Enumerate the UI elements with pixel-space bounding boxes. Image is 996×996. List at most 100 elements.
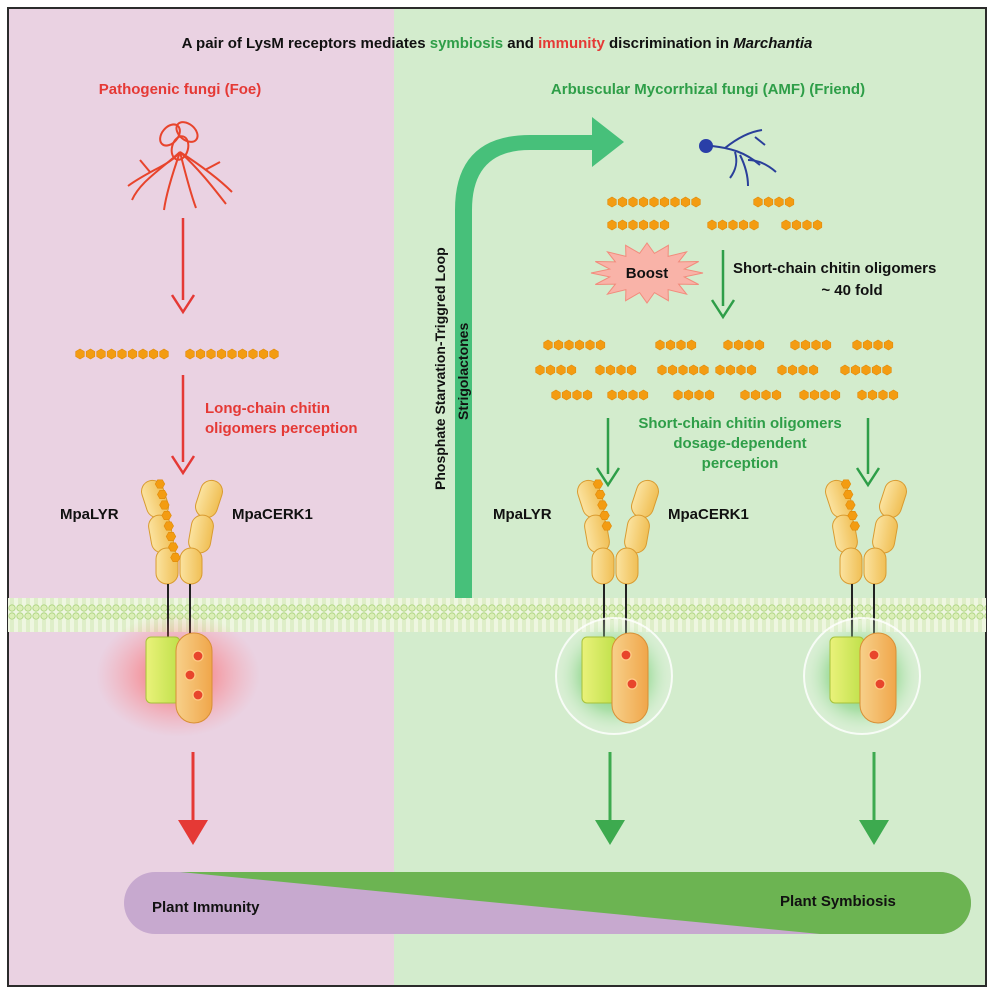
right-arrow-2b: [855, 418, 881, 488]
lyr-pseudokinase: [829, 636, 865, 704]
symbiosis-arrow-2: [859, 752, 889, 845]
strigolactone-loop-arrow: [455, 117, 624, 598]
chitin-unit: [691, 196, 701, 208]
pathogen-heading: Pathogenic fungi (Foe): [99, 81, 262, 98]
right-receptor-complex-2: [803, 479, 921, 735]
chitin-unit: [717, 219, 728, 231]
chitin-unit: [871, 364, 882, 376]
chitin-unit: [763, 196, 774, 208]
chitin-unit: [157, 489, 168, 500]
chitin-unit: [535, 364, 545, 376]
chitin-chain: [852, 339, 894, 351]
lysm-domain: [179, 547, 203, 585]
chitin-chain: [607, 219, 670, 231]
chitin-unit: [248, 348, 258, 360]
chitin-unit: [790, 339, 800, 351]
chitin-chain: [75, 348, 169, 360]
amf-fungus-icon: [699, 129, 777, 187]
right-perception-line3: perception: [702, 455, 779, 472]
chitin-unit: [607, 196, 617, 208]
left-perception-line2: oligomers perception: [205, 420, 358, 437]
chitin-unit: [736, 364, 746, 376]
lyr-pseudokinase: [145, 636, 181, 704]
chitin-unit: [237, 348, 248, 360]
lyr-pseudokinase: [581, 636, 617, 704]
lysm-domain: [863, 547, 887, 585]
boost-label: Boost: [626, 265, 669, 282]
phosphorylation-dot: [192, 689, 204, 701]
chitin-unit: [740, 389, 750, 401]
chitin-unit: [127, 348, 138, 360]
chitin-chain: [655, 339, 697, 351]
chitin-unit: [676, 339, 686, 351]
chitin-unit: [774, 196, 784, 208]
symbiosis-arrow-1: [595, 752, 625, 845]
left-receptor-complex: [96, 479, 260, 737]
chitin-unit: [781, 219, 791, 231]
chitin-unit: [617, 389, 628, 401]
figure-title: A pair of LysM receptors mediates symbio…: [182, 35, 813, 52]
chitin-unit: [849, 521, 860, 531]
chitin-unit: [799, 389, 809, 401]
chitin-unit: [882, 364, 892, 376]
chitin-unit: [626, 364, 637, 376]
chitin-unit: [862, 339, 873, 351]
chitin-unit: [258, 348, 269, 360]
phosphorylation-dot: [868, 649, 880, 661]
chitin-unit: [148, 348, 159, 360]
chitin-unit: [585, 339, 595, 351]
chitin-unit: [800, 339, 811, 351]
chitin-unit: [725, 364, 736, 376]
chitin-unit: [843, 489, 854, 500]
chitin-unit: [830, 389, 841, 401]
lysm-domain: [591, 547, 615, 585]
chitin-unit: [561, 389, 572, 401]
phosphorylation-dot: [620, 649, 632, 661]
chitin-unit: [269, 348, 279, 360]
chitin-unit: [556, 364, 566, 376]
chitin-unit: [592, 479, 604, 489]
chitin-unit: [686, 339, 697, 351]
chitin-unit: [616, 364, 626, 376]
chitin-unit: [106, 348, 117, 360]
lysm-domain: [839, 547, 863, 585]
strigolactone-label: Strigolactones: [455, 323, 471, 420]
left-arrow-1: [170, 218, 196, 315]
phosphorylation-dot: [184, 669, 196, 681]
chitin-unit: [551, 389, 561, 401]
chitin-unit: [738, 219, 749, 231]
outcome-bar: [124, 872, 971, 934]
chitin-unit: [670, 196, 680, 208]
chitin-unit: [749, 219, 759, 231]
chitin-unit: [649, 219, 659, 231]
chitin-unit: [628, 219, 638, 231]
cerk1-kinase: [611, 632, 649, 724]
phosphorylation-dot: [192, 650, 204, 662]
chitin-chain: [673, 389, 715, 401]
pathogen-fungus-icon: [127, 121, 233, 211]
chitin-unit: [820, 389, 830, 401]
chitin-unit: [791, 219, 802, 231]
long-chitin-chain: [75, 348, 279, 360]
chitin-unit: [888, 389, 899, 401]
chitin-unit: [678, 364, 688, 376]
chitin-unit: [595, 489, 606, 500]
chitin-unit: [617, 219, 628, 231]
chitin-unit: [638, 196, 649, 208]
right-perception-line1: Short-chain chitin oligomers: [638, 415, 841, 432]
boost-line1: Short-chain chitin oligomers: [733, 260, 936, 277]
chitin-unit: [840, 479, 852, 489]
chitin-unit: [754, 339, 765, 351]
chitin-unit: [744, 339, 754, 351]
chitin-unit: [206, 348, 216, 360]
chitin-unit: [85, 348, 96, 360]
chitin-unit: [798, 364, 808, 376]
chitin-unit: [195, 348, 206, 360]
chitin-unit: [655, 339, 665, 351]
right-mpacerk1-label: MpaCERK1: [668, 506, 749, 523]
chitin-unit: [847, 510, 858, 521]
chitin-unit: [607, 389, 617, 401]
chitin-unit: [117, 348, 127, 360]
chitin-unit: [857, 389, 867, 401]
chitin-unit: [728, 219, 738, 231]
